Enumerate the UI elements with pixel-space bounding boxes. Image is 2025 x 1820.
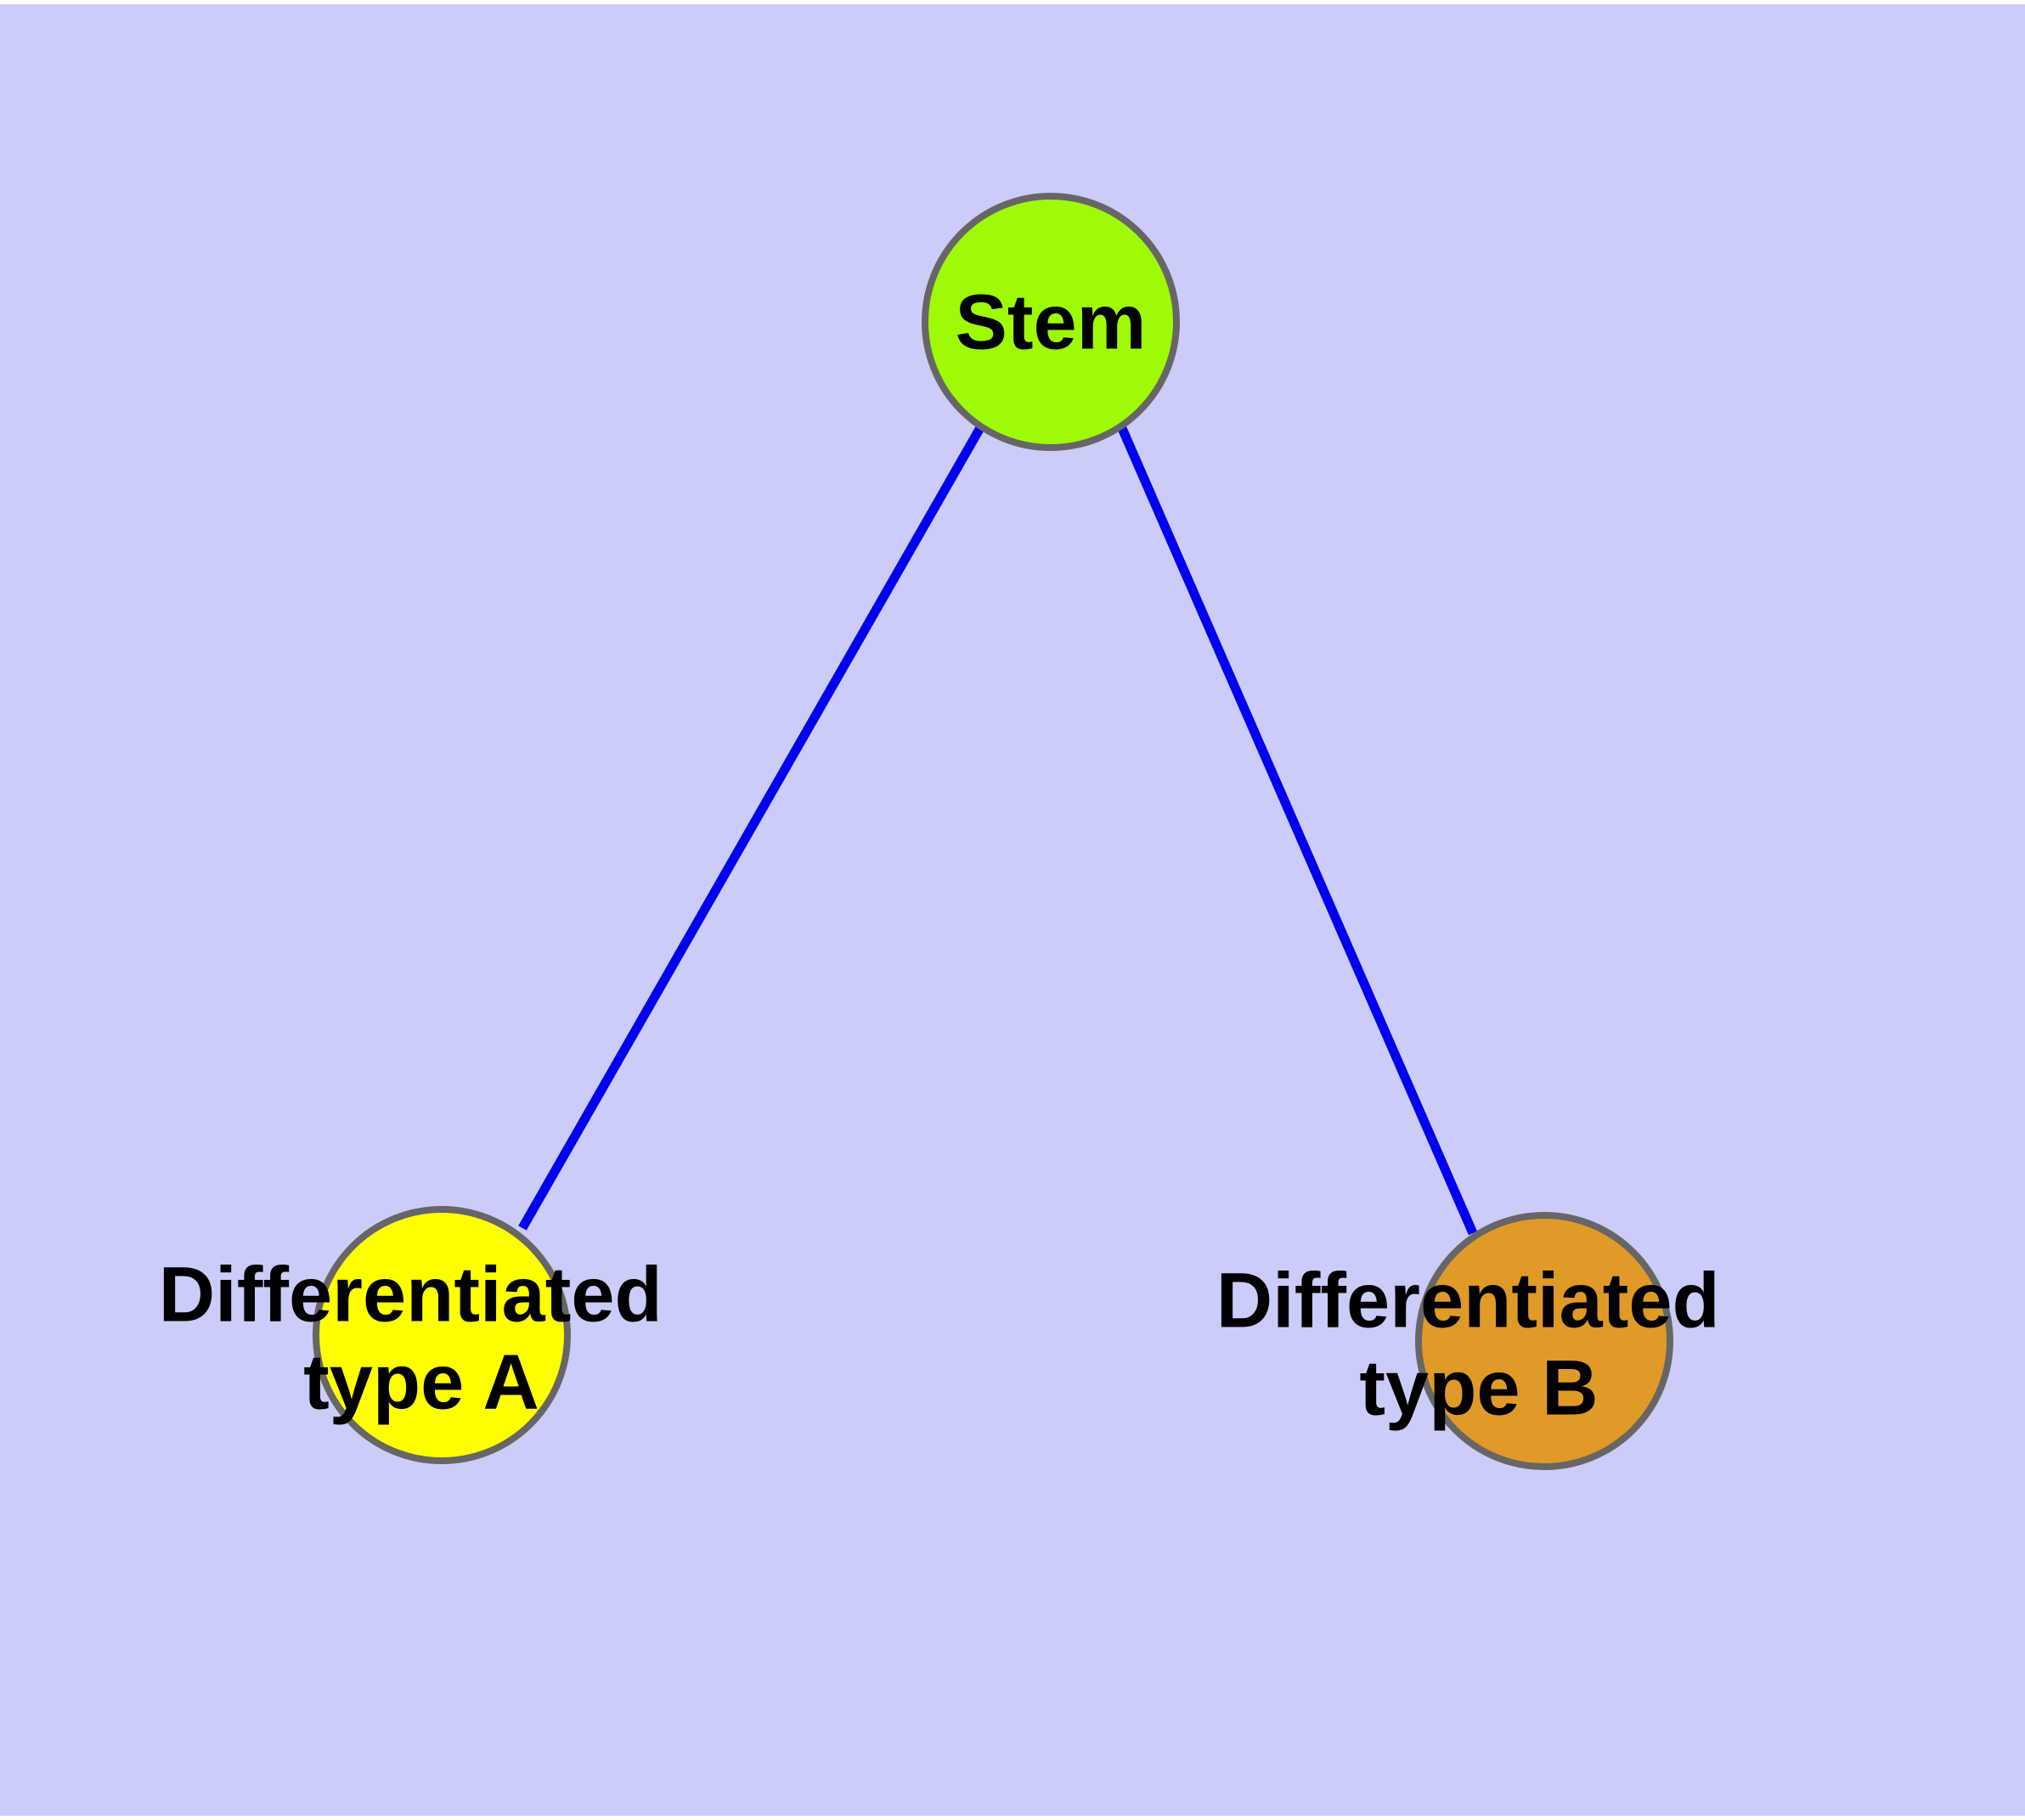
node-label-stem: Stem <box>956 279 1147 365</box>
node-label-type-b-line1: Differentiated <box>1216 1257 1720 1344</box>
node-stem[interactable] <box>922 193 1180 451</box>
graph-svg: Stem Differentiated type A Differentiate… <box>159 193 1742 1470</box>
node-label-differentiated-type-a: Differentiated type A <box>159 1251 685 1425</box>
label-layer: Stem Differentiated type A Differentiate… <box>159 279 1742 1431</box>
node-differentiated-type-a[interactable] <box>313 1206 571 1464</box>
node-layer <box>313 193 1673 1470</box>
node-label-differentiated-type-b: Differentiated type B <box>1216 1257 1742 1431</box>
node-label-stem-line1: Stem <box>956 279 1147 365</box>
node-label-type-a-line1: Differentiated <box>159 1251 663 1338</box>
edge-layer <box>518 424 1478 1236</box>
node-label-type-a-line2: type A <box>303 1338 539 1425</box>
node-differentiated-type-b[interactable] <box>1415 1212 1673 1470</box>
edge-stem-to-type-b[interactable] <box>1116 424 1478 1236</box>
node-label-type-b-line2: type B <box>1359 1344 1598 1431</box>
edge-stem-to-type-a[interactable] <box>518 424 985 1231</box>
